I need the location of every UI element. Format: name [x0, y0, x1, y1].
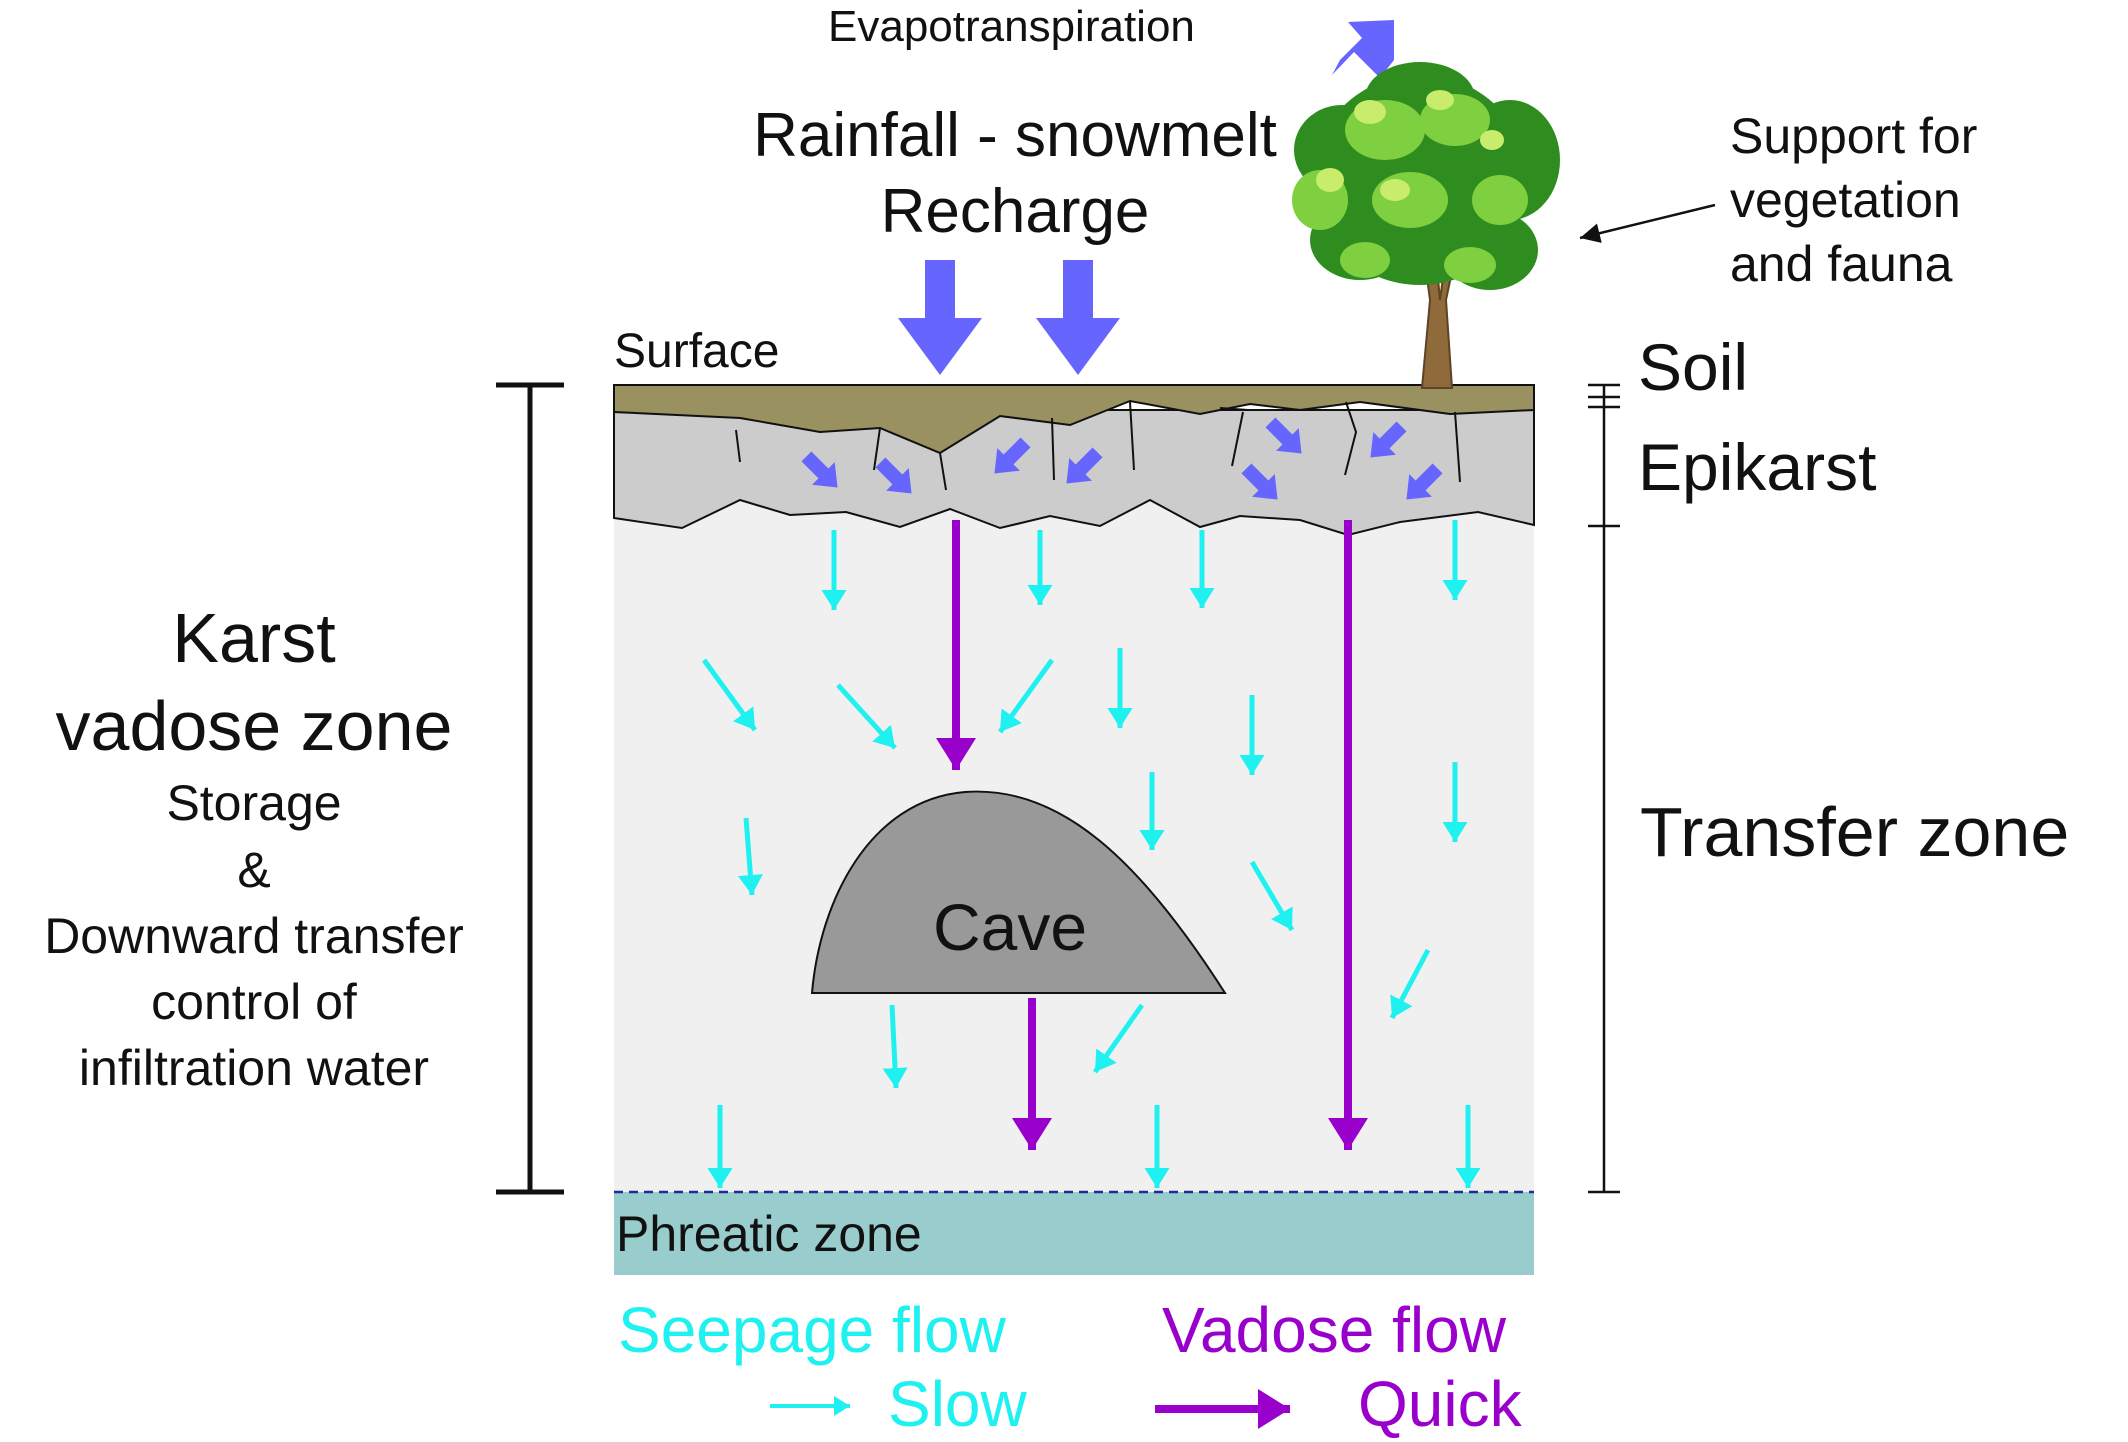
cave: [810, 790, 1227, 994]
epikarst-flow-arrow: [1406, 463, 1443, 500]
seepage-arrows: [701, 520, 1481, 1188]
cave-label: Cave: [932, 890, 1088, 964]
evapotranspiration-label: Evapotranspiration: [828, 2, 1195, 51]
tree-icon: [1292, 62, 1560, 389]
zone-scale: [1588, 383, 1620, 1194]
epikarst-flow-arrow: [875, 457, 912, 494]
vadose-desc-line4: control of: [151, 974, 357, 1030]
epikarst-flow-arrows: [801, 417, 1443, 500]
transfer-zone-label: Transfer zone: [1640, 793, 2070, 871]
vadose-zone-title-line2: vadose zone: [55, 687, 453, 765]
vegetation-pointer-arrow: [1579, 203, 1716, 243]
phreatic-zone-label: Phreatic zone: [616, 1206, 922, 1262]
seepage-arrow: [882, 1004, 908, 1089]
seepage-arrow: [1092, 1003, 1145, 1074]
vadose-desc-line1: Storage: [166, 775, 342, 831]
soil-label: Soil: [1638, 330, 1749, 404]
legend-quick-label: Quick: [1358, 1368, 1522, 1440]
epikarst-flow-arrow: [1265, 417, 1302, 454]
evapotranspiration-arrow: [1332, 20, 1394, 78]
vadose-desc-line2: &: [237, 842, 271, 898]
recharge-arrow: [898, 260, 982, 375]
vadose-desc-line3: Downward transfer: [44, 908, 464, 964]
epikarst-flow-arrow: [801, 451, 838, 488]
seepage-arrow: [997, 658, 1055, 734]
vegetation-label-line3: and fauna: [1730, 236, 1953, 292]
legend-slow-label: Slow: [888, 1368, 1027, 1440]
epikarst-flow-arrow: [1066, 447, 1103, 484]
vadose-desc-line5: infiltration water: [78, 1040, 430, 1096]
soil-layer: [613, 384, 1535, 455]
vegetation-label-line1: Support for: [1730, 108, 1978, 164]
epikarst-cracks: [735, 401, 1461, 491]
rainfall-label: Rainfall - snowmelt: [753, 101, 1277, 170]
epikarst-label: Epikarst: [1638, 430, 1877, 504]
recharge-arrow: [1036, 260, 1120, 375]
seepage-arrow: [836, 683, 897, 750]
recharge-label: Recharge: [880, 177, 1150, 246]
legend-seepage-label: Seepage flow: [618, 1294, 1006, 1366]
phreatic-zone: [614, 1192, 1534, 1275]
legend-vadose-label: Vadose flow: [1162, 1294, 1506, 1366]
seepage-arrow: [701, 658, 758, 732]
epikarst-flow-arrow: [1241, 463, 1278, 500]
seepage-arrow: [1249, 860, 1295, 932]
vegetation-label-line2: vegetation: [1730, 172, 1961, 228]
seepage-arrow: [1389, 948, 1431, 1020]
epikarst-flow-arrow: [994, 437, 1031, 474]
vadose-zone-bracket: [496, 382, 564, 1195]
seepage-arrow: [737, 817, 763, 896]
surface-label: Surface: [614, 325, 780, 378]
epikarst-flow-arrow: [1370, 421, 1407, 458]
vadose-zone-title-line1: Karst: [172, 599, 336, 677]
